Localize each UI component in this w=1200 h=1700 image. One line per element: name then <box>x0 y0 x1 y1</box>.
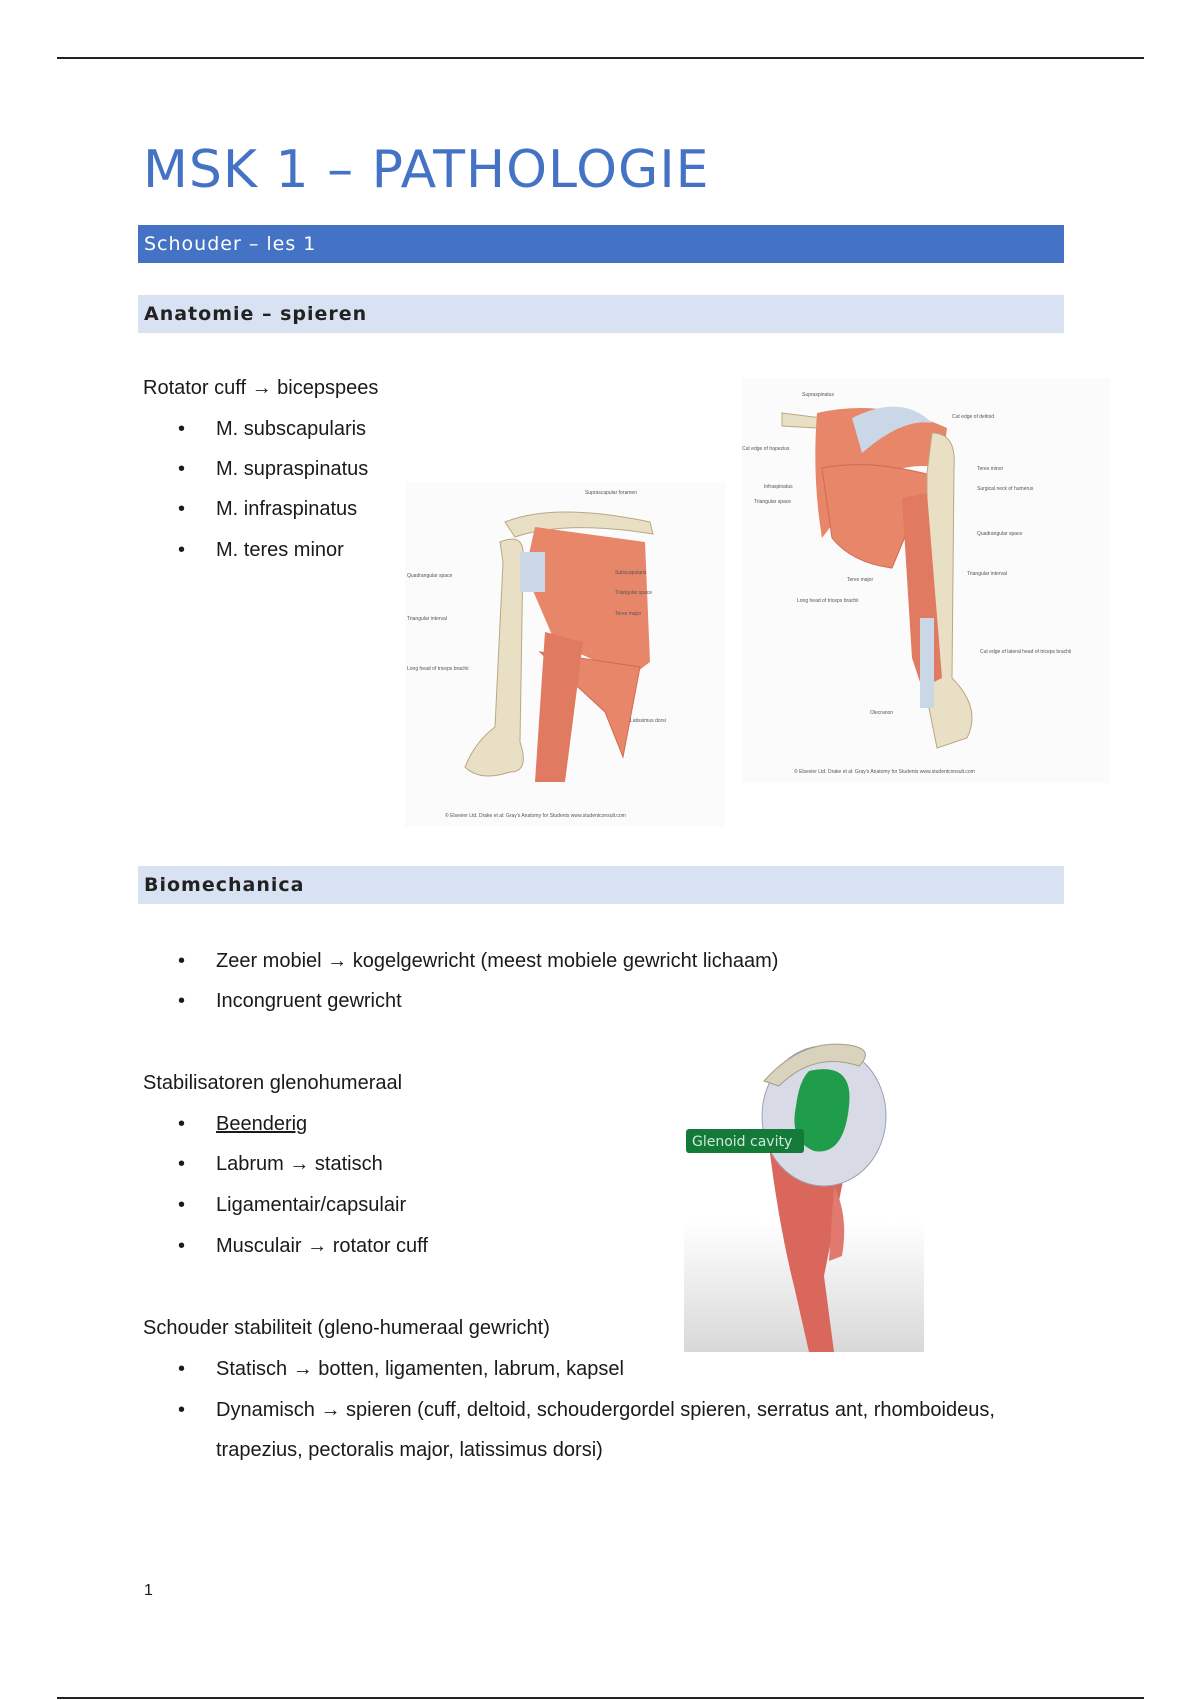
figure-label: Quadrangular space <box>977 531 1023 537</box>
page-number: 1 <box>144 1582 153 1599</box>
list-item: Beenderig <box>178 1113 307 1136</box>
list-item-text: Statisch → botten, ligamenten, labrum, k… <box>216 1358 624 1380</box>
list-item: M. infraspinatus <box>178 498 357 521</box>
figure-credit: © Elsevier Ltd. Drake et al: Gray's Anat… <box>445 812 626 819</box>
list-item-text: Incongruent gewricht <box>216 990 402 1012</box>
anatomy-figure-anterior: Suprascapular foramen Subscapularis Quad… <box>405 482 725 827</box>
figure-label: Cut edge of trapezius <box>742 446 790 452</box>
figure-label: Teres minor <box>977 466 1003 472</box>
list-item-text: Beenderig <box>216 1113 308 1135</box>
figure-label: Triangular interval <box>967 571 1007 577</box>
figure-label: Latissimus dorsi <box>630 718 666 724</box>
list-item: Incongruent gewricht <box>178 990 402 1013</box>
header-rule <box>57 57 1144 59</box>
list-item: M. subscapularis <box>178 418 366 441</box>
list-item-text: Musculair → rotator cuff <box>216 1235 428 1257</box>
list-item: Labrum → statisch <box>178 1153 383 1176</box>
list-item-text: Ligamentair/capsulair <box>216 1194 407 1216</box>
list-item: Dynamisch → spieren (cuff, deltoid, scho… <box>178 1399 995 1422</box>
figure-label: Teres major <box>615 611 641 617</box>
rotator-cuff-intro: Rotator cuff → bicepspees <box>143 377 379 399</box>
glenoid-figure: Glenoid cavity <box>684 1026 924 1352</box>
list-item-text: Labrum → statisch <box>216 1153 383 1175</box>
list-item-text: M. teres minor <box>216 539 344 561</box>
list-item: Musculair → rotator cuff <box>178 1235 428 1258</box>
list-item: M. teres minor <box>178 539 344 562</box>
figure-label: Cut edge of lateral head of triceps brac… <box>980 649 1071 655</box>
figure-label: Quadrangular space <box>407 573 453 579</box>
list-item: Zeer mobiel → kogelgewricht (meest mobie… <box>178 950 778 973</box>
glenoid-cavity-label: Glenoid cavity <box>692 1134 792 1150</box>
list-item-text: M. subscapularis <box>216 418 367 440</box>
subsection-heading-biomechanics: Biomechanica <box>138 866 1064 904</box>
figure-label: Long head of triceps brachii <box>797 598 858 604</box>
list-item: Statisch → botten, ligamenten, labrum, k… <box>178 1358 624 1381</box>
anatomy-figure-posterior: Supraspinatus Cut edge of deltoid Cut ed… <box>742 378 1110 783</box>
figure-label: Infraspinatus <box>764 484 793 490</box>
list-item-continuation: trapezius, pectoralis major, latissimus … <box>216 1439 603 1461</box>
figure-label: Supraspinatus <box>802 392 834 398</box>
subsection-heading-anatomy: Anatomie – spieren <box>138 295 1064 333</box>
figure-label: Triangular space <box>615 590 652 596</box>
list-item-text: M. supraspinatus <box>216 458 369 480</box>
figure-label: Suprascapular foramen <box>585 490 637 496</box>
section-heading: Schouder – les 1 <box>138 225 1064 263</box>
figure-label: Teres major <box>847 577 873 583</box>
list-item: M. supraspinatus <box>178 458 368 481</box>
figure-label: Subscapularis <box>615 570 647 576</box>
list-item-text: Dynamisch → spieren (cuff, deltoid, scho… <box>216 1399 995 1421</box>
figure-label: Long head of triceps brachii <box>407 666 468 672</box>
figure-label: Triangular interval <box>407 616 447 622</box>
figure-label: Olecranon <box>870 710 893 716</box>
list-item-text: Zeer mobiel → kogelgewricht (meest mobie… <box>216 950 779 972</box>
figure-label: Cut edge of deltoid <box>952 414 994 420</box>
page-title: MSK 1 – PATHOLOGIE <box>143 140 710 200</box>
stabilizers-heading: Stabilisatoren glenohumeraal <box>143 1072 403 1094</box>
stability-heading: Schouder stabiliteit (gleno-humeraal gew… <box>143 1317 550 1339</box>
list-item: Ligamentair/capsulair <box>178 1194 406 1217</box>
figure-credit: © Elsevier Ltd. Drake et al: Gray's Anat… <box>794 768 975 775</box>
figure-label: Triangular space <box>754 499 791 505</box>
list-item-text: M. infraspinatus <box>216 498 358 520</box>
footer-rule <box>57 1697 1144 1699</box>
figure-label: Surgical neck of humerus <box>977 486 1034 492</box>
